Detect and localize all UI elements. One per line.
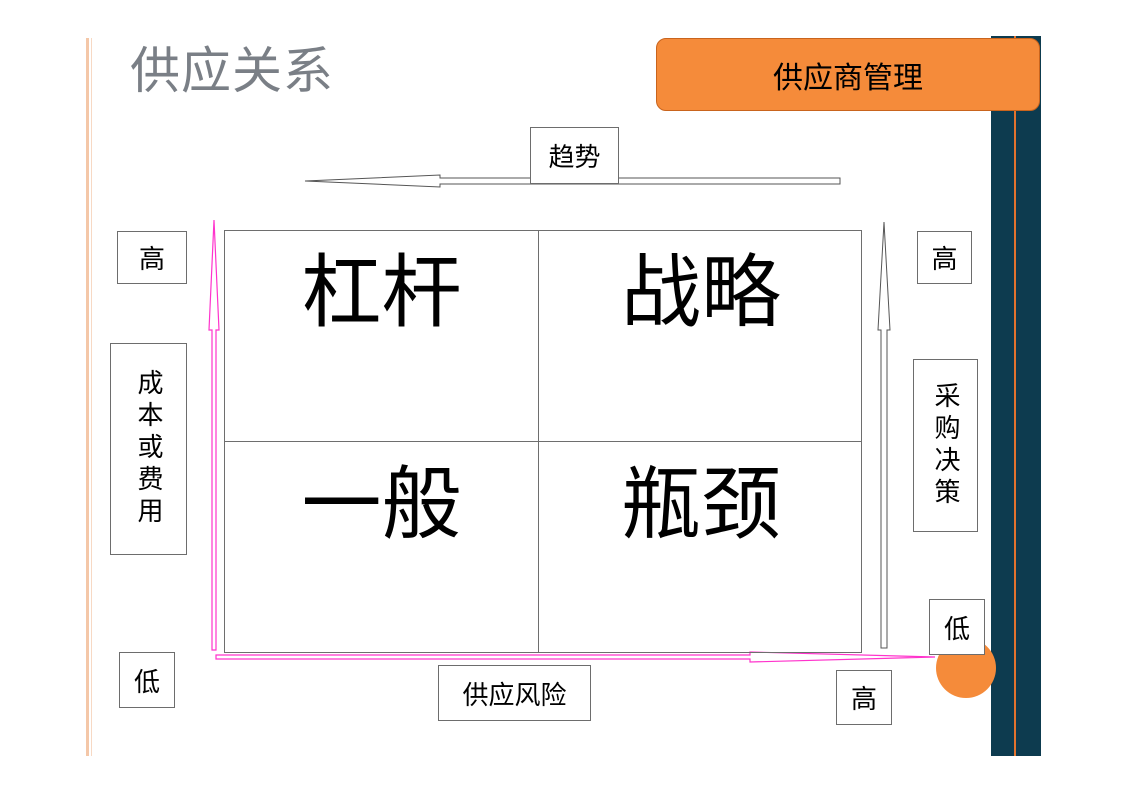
bottom-high-label: 高 (836, 670, 892, 725)
left-high-label: 高 (117, 231, 187, 284)
right-decor-band (991, 36, 1041, 756)
bottom-axis-label: 供应风险 (438, 665, 591, 721)
quadrant-strategic: 战略 (621, 246, 781, 339)
quadrant-grid: 杠杆 战略 一般 瓶颈 (224, 230, 862, 653)
bottom-axis-arrow (215, 651, 936, 663)
left-decor-stripe (86, 38, 89, 756)
right-high-label: 高 (917, 231, 972, 284)
page-title: 供应关系 (130, 42, 334, 100)
right-axis-label: 采购决策 (913, 359, 978, 532)
left-low-label: 低 (119, 652, 175, 708)
right-low-label: 低 (929, 599, 985, 655)
left-axis-arrow (208, 219, 220, 651)
right-decor-line (1014, 36, 1016, 756)
grid-horizontal-divider (225, 441, 861, 442)
left-axis-label: 成本或费用 (110, 343, 187, 555)
trend-label: 趋势 (530, 127, 619, 184)
quadrant-leverage: 杠杆 (301, 246, 462, 339)
supplier-management-tab[interactable]: 供应商管理 (656, 38, 1040, 111)
left-decor-stripe-thin (91, 38, 92, 756)
quadrant-routine: 一般 (301, 458, 462, 551)
quadrant-bottleneck: 瓶颈 (621, 458, 781, 551)
right-axis-arrow (877, 221, 891, 649)
